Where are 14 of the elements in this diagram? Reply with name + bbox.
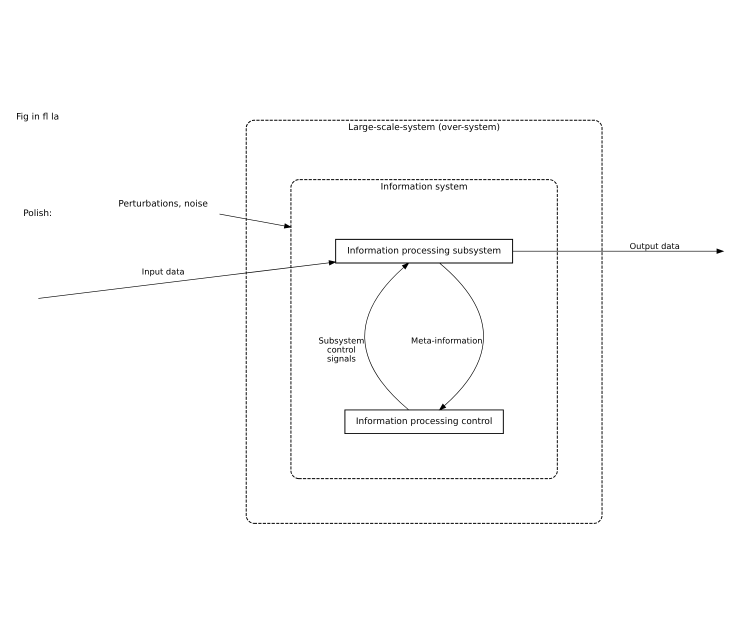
node-box: Information processing subsystem (335, 238, 514, 264)
arrow (219, 214, 292, 229)
arrow (512, 248, 724, 254)
edge-label: Meta-information (411, 335, 483, 346)
arrow (438, 262, 484, 411)
arrow (364, 262, 410, 410)
arrow (38, 260, 337, 299)
edge-label: Input data (142, 266, 185, 276)
edge-label: Output data (630, 240, 680, 251)
node-text: Perturbations, noise (118, 199, 208, 210)
label: Fig in fl la (16, 112, 60, 122)
node-box: Information processing control (344, 409, 504, 434)
label: Polish: (23, 208, 52, 219)
edge-label: Subsystem control signals (318, 336, 364, 364)
